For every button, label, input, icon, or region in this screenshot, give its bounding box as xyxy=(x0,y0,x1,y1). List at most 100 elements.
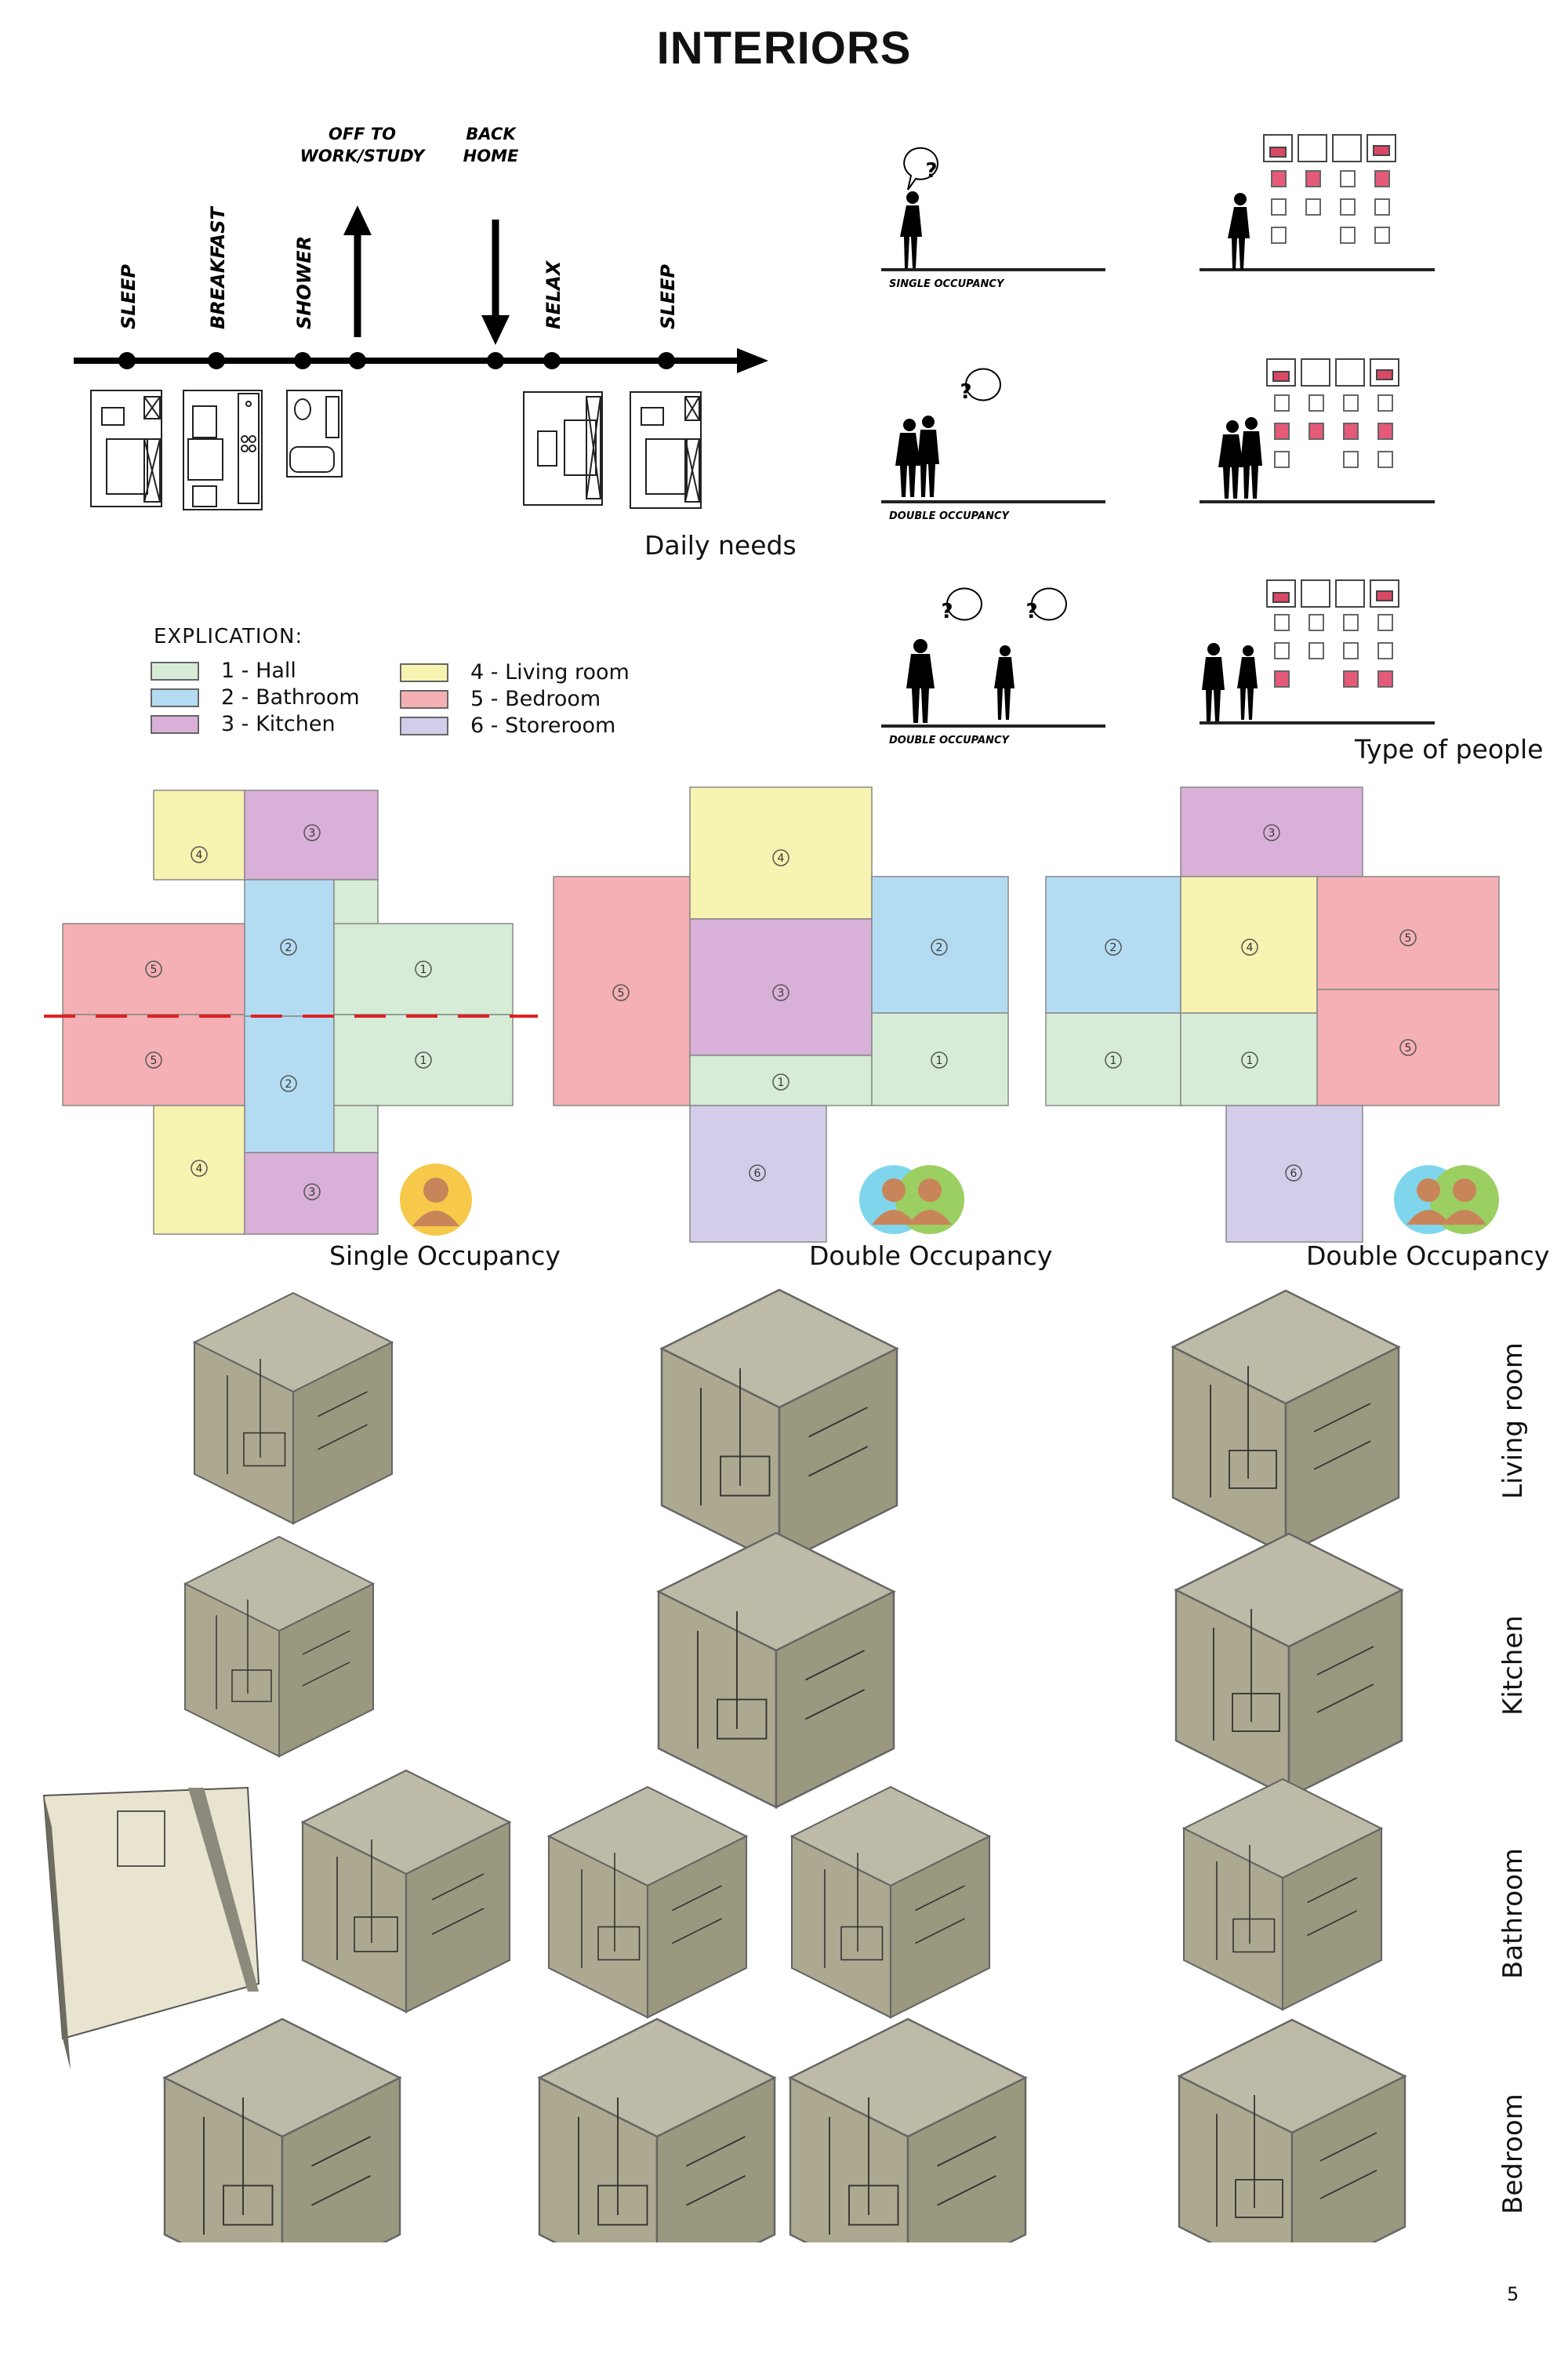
legend-item-bathroom: 2 - Bathroom xyxy=(151,685,360,710)
svg-text:2: 2 xyxy=(1110,942,1117,954)
single-occupancy-row: ? SINGLE OCCUPANCY xyxy=(881,134,1435,290)
render-living-room-3 xyxy=(1171,1289,1400,1556)
person-silhouette-icon xyxy=(1228,193,1250,270)
render-bedroom-1 xyxy=(163,2017,401,2242)
side-label-bedroom: Bedroom xyxy=(1497,2093,1529,2214)
room-hall xyxy=(871,1012,1009,1106)
bedroom-mini-plan xyxy=(90,390,162,507)
occupancy-label: DOUBLE OCCUPANCY xyxy=(889,510,1011,522)
svg-text:5: 5 xyxy=(1405,1042,1412,1055)
room-storeroom xyxy=(689,1105,827,1243)
bedroom-mini-plan xyxy=(630,391,702,509)
legend-title: EXPLICATION: xyxy=(154,625,303,648)
person-silhouette-icon xyxy=(1202,643,1258,721)
timeline-arrowhead xyxy=(737,348,768,373)
double-occupancy-row: ? DOUBLE OCCUPANCY xyxy=(881,358,1435,522)
svg-text:?: ? xyxy=(941,600,953,623)
svg-text:1: 1 xyxy=(420,964,427,976)
svg-text:?: ? xyxy=(1025,600,1037,623)
plan-caption-double: Double Occupancy xyxy=(809,1240,1053,1271)
render-bathroom-2 xyxy=(547,1785,748,2019)
room-hall xyxy=(1045,1012,1181,1106)
legend-item-hall: 1 - Hall xyxy=(151,659,296,683)
room-living xyxy=(1180,876,1318,1014)
render-kitchen-2 xyxy=(657,1531,895,1809)
svg-text:1: 1 xyxy=(936,1055,943,1067)
timeline-dot xyxy=(208,352,225,369)
speech-bubble-icon xyxy=(965,368,1001,401)
kitchen-mini-plan xyxy=(183,390,263,510)
double-occupancy-row-separate: ? ? DOUBLE OCCUPANCY xyxy=(881,579,1435,746)
svg-text:3: 3 xyxy=(309,827,316,840)
furniture-icons xyxy=(1263,134,1396,162)
render-kitchen-1 xyxy=(184,1536,374,1757)
room-hall xyxy=(333,923,514,1015)
room-bedroom xyxy=(1316,876,1500,990)
room-kitchen xyxy=(244,790,379,881)
speech-bubble-icon xyxy=(946,587,982,621)
person-silhouette-icon xyxy=(906,639,1014,723)
timeline-dot xyxy=(658,352,675,369)
svg-text:6: 6 xyxy=(1290,1167,1298,1180)
legend-swatch xyxy=(400,663,448,682)
svg-text:2: 2 xyxy=(285,942,292,954)
room-hall xyxy=(333,1105,379,1153)
living-room-mini-plan xyxy=(523,391,603,506)
render-bedroom-4 xyxy=(1178,2018,1406,2242)
person-silhouette-icon xyxy=(895,416,939,497)
svg-text:2: 2 xyxy=(285,1078,292,1091)
legend-item-kitchen: 3 - Kitchen xyxy=(151,712,336,736)
room-bathroom xyxy=(871,876,1009,1014)
event-label: SLEEP xyxy=(118,264,140,329)
type-of-people-caption: Type of people xyxy=(1355,734,1544,764)
svg-text:4: 4 xyxy=(778,852,785,865)
speech-bubble-icon xyxy=(903,147,938,191)
svg-text:?: ? xyxy=(925,159,937,183)
svg-text:5: 5 xyxy=(1405,932,1412,945)
render-bathroom-photo xyxy=(42,1786,260,2070)
room-living xyxy=(153,790,245,881)
occupancy-label: SINGLE OCCUPANCY xyxy=(889,278,1005,290)
svg-text:2: 2 xyxy=(936,942,943,954)
legend-item-living-room: 4 - Living room xyxy=(400,660,630,684)
room-kitchen xyxy=(244,1152,379,1235)
svg-text:1: 1 xyxy=(420,1055,427,1067)
back-home-label: HOME xyxy=(463,147,519,165)
legend-item-bedroom: 5 - Bedroom xyxy=(400,687,601,711)
plan-single-occupancy: 4 3 2 5 1 5 1 2 4 3 xyxy=(44,790,538,1236)
event-label: RELAX xyxy=(543,260,564,329)
render-kitchen-3 xyxy=(1174,1532,1403,1799)
render-bathroom-4 xyxy=(1182,1777,1383,2011)
svg-text:3: 3 xyxy=(778,987,785,1000)
room-living xyxy=(689,786,873,920)
svg-text:6: 6 xyxy=(754,1167,761,1180)
room-hall xyxy=(333,879,379,926)
event-label: SHOWER xyxy=(293,236,315,329)
page-title: INTERIORS xyxy=(656,23,912,74)
timeline-dot xyxy=(118,352,136,369)
side-label-living-room: Living room xyxy=(1497,1342,1529,1499)
room-storeroom xyxy=(1225,1105,1363,1243)
render-bathroom-3 xyxy=(790,1785,991,2019)
svg-text:4: 4 xyxy=(196,849,203,862)
room-bedroom xyxy=(1316,989,1500,1106)
legend-swatch xyxy=(400,689,448,709)
page-number: 5 xyxy=(1507,2283,1519,2305)
render-bedroom-2 xyxy=(538,2017,776,2242)
room-kitchen xyxy=(1180,786,1363,877)
render-living-room-2 xyxy=(660,1288,898,1566)
svg-text:1: 1 xyxy=(1247,1055,1254,1067)
legend-swatch xyxy=(151,714,199,734)
plan-caption-double: Double Occupancy xyxy=(1306,1240,1550,1271)
room-hall xyxy=(689,1055,873,1106)
timeline-dot xyxy=(543,352,561,369)
legend-swatch xyxy=(151,661,199,681)
speech-bubble-icon xyxy=(1031,587,1067,621)
side-label-bathroom: Bathroom xyxy=(1497,1848,1529,1979)
legend-swatch xyxy=(400,716,448,735)
svg-text:?: ? xyxy=(960,380,971,404)
type-of-people-diagram: ? SINGLE OCCUPANCY ? DOUBLE xyxy=(881,134,1435,746)
two-person-avatar-icon xyxy=(1394,1165,1499,1234)
svg-text:3: 3 xyxy=(309,1186,316,1199)
bathroom-mini-plan xyxy=(286,390,343,477)
